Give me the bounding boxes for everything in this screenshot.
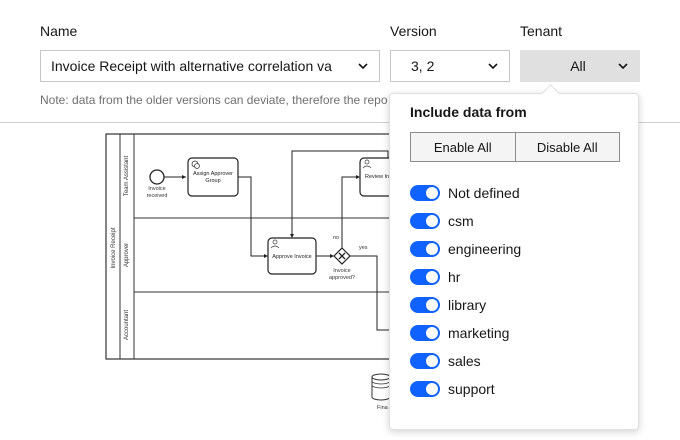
toggle-switch[interactable] <box>410 185 440 201</box>
tenant-dropdown: Include data from Enable All Disable All… <box>389 93 639 430</box>
tenant-toggle-item[interactable]: hr <box>410 263 521 291</box>
toggle-switch[interactable] <box>410 213 440 229</box>
tenant-toggle-item[interactable]: marketing <box>410 319 521 347</box>
gateway-label: approved? <box>329 275 355 281</box>
lane-label: Accountant <box>124 310 130 340</box>
tenant-label: support <box>448 381 495 397</box>
tenant-toggle-list: Not defined csm engineering hr library market… <box>410 179 521 403</box>
toggle-switch[interactable] <box>410 325 440 341</box>
user-icon <box>362 159 372 169</box>
chevron-down-icon <box>488 63 498 70</box>
tenant-toggle-item[interactable]: support <box>410 375 521 403</box>
bpmn-diagram[interactable]: Invoice Receipt Team Assistant Approver … <box>0 123 680 440</box>
gears-icon <box>191 160 200 169</box>
tenant-toggle-item[interactable]: csm <box>410 207 521 235</box>
toggle-knob <box>426 327 438 339</box>
toggle-knob <box>426 271 438 283</box>
tenant-select-value: All <box>570 58 586 74</box>
tenant-label: engineering <box>448 241 522 257</box>
tenant-label: Not defined <box>448 185 520 201</box>
toggle-knob <box>426 243 438 255</box>
toggle-knob <box>426 215 438 227</box>
divider <box>0 122 680 123</box>
start-event-label: received <box>147 193 168 199</box>
toggle-knob <box>426 355 438 367</box>
user-icon <box>270 239 280 249</box>
tenant-toggle-item[interactable]: engineering <box>410 235 521 263</box>
toggle-switch[interactable] <box>410 381 440 397</box>
tenant-select[interactable]: All <box>520 50 640 82</box>
toggle-switch[interactable] <box>410 241 440 257</box>
version-select[interactable]: 3, 2 <box>390 50 510 82</box>
name-select-value: Invoice Receipt with alternative correla… <box>51 58 332 74</box>
toggle-knob <box>426 299 438 311</box>
task-assign-label: Group <box>205 178 220 184</box>
chevron-down-icon <box>618 63 628 70</box>
flow-yes-label: yes <box>359 245 368 251</box>
version-label: Version <box>390 23 437 39</box>
version-note: Note: data from the older versions can d… <box>40 93 388 107</box>
toggle-knob <box>426 187 438 199</box>
tenant-toggle-item[interactable]: Not defined <box>410 179 521 207</box>
toggle-switch[interactable] <box>410 353 440 369</box>
tenant-label: csm <box>448 213 474 229</box>
lane-label: Team Assistant <box>124 155 130 196</box>
name-label: Name <box>40 23 78 39</box>
enable-all-button[interactable]: Enable All <box>411 133 515 161</box>
task-approve-label: Approve Invoice <box>272 254 311 260</box>
version-select-value: 3, 2 <box>411 58 435 74</box>
tenant-toggle-item[interactable]: library <box>410 291 521 319</box>
tenant-label: library <box>448 297 487 313</box>
toggle-all-group: Enable All Disable All <box>410 132 620 162</box>
task-review-label: Review In <box>365 174 389 180</box>
tenant-label: hr <box>448 269 461 285</box>
datastore-label: Fina <box>377 405 389 411</box>
flow-no-label: no <box>333 235 339 241</box>
pool-label: Invoice Receipt <box>111 227 117 268</box>
toggle-switch[interactable] <box>410 297 440 313</box>
tenant-label: Tenant <box>520 23 563 39</box>
task-assign-label: Assign Approver <box>193 171 233 177</box>
start-event-label: Invoice <box>148 186 165 192</box>
lane-label: Approver <box>124 243 130 267</box>
tenant-label: marketing <box>448 325 510 341</box>
tenant-toggle-item[interactable]: sales <box>410 347 521 375</box>
datastore-icon[interactable] <box>371 373 391 401</box>
gateway-label: Invoice <box>333 268 350 274</box>
tenant-label: sales <box>448 353 481 369</box>
name-select[interactable]: Invoice Receipt with alternative correla… <box>40 50 380 82</box>
chevron-down-icon <box>358 63 368 70</box>
disable-all-button[interactable]: Disable All <box>514 133 619 161</box>
start-event[interactable] <box>149 169 165 185</box>
toggle-switch[interactable] <box>410 269 440 285</box>
toggle-knob <box>426 383 438 395</box>
dropdown-title: Include data from <box>410 104 527 120</box>
